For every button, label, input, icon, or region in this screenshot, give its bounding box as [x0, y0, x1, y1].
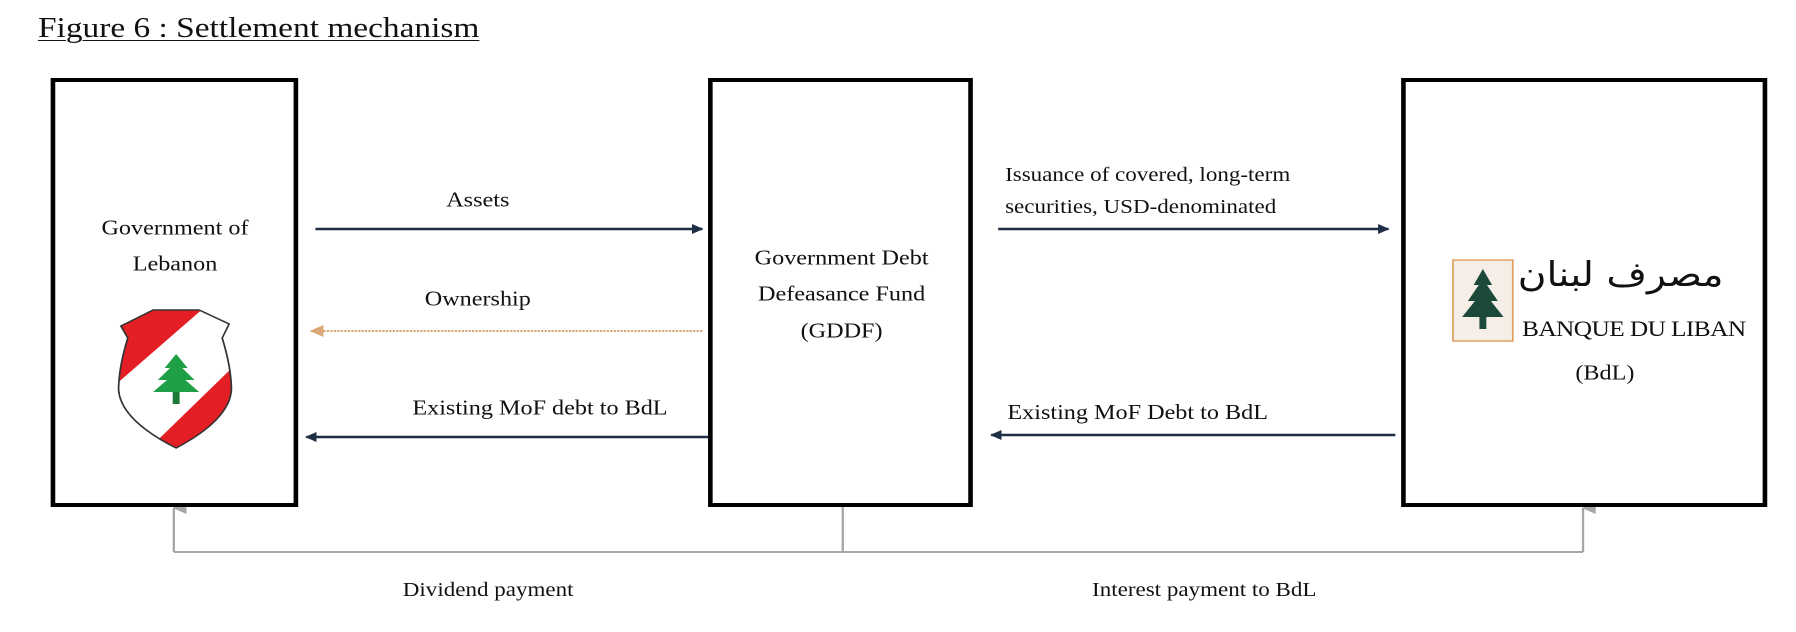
bdl-abbreviation: (BdL) [1575, 360, 1635, 385]
gddf-label-line2: Defeasance Fund [758, 281, 926, 306]
dividend-payment-label: Dividend payment [402, 579, 574, 601]
assets-label: Assets [446, 187, 510, 212]
mof-debt-right-label: Existing MoF Debt to BdL [1007, 400, 1268, 424]
gddf-label-line3: (GDDF) [800, 318, 883, 343]
government-label-line1: Government of [101, 215, 249, 240]
interest-payment-label: Interest payment to BdL [1092, 579, 1317, 601]
bdl-arabic-name: مصرف لبنان [1517, 255, 1724, 295]
mof-debt-left-label: Existing MoF debt to BdL [412, 395, 668, 420]
bdl-cedar-logo-icon [1452, 259, 1514, 342]
ownership-label: Ownership [424, 286, 531, 311]
issuance-label-line1: Issuance of covered, long-term [1005, 164, 1291, 186]
bdl-name: BANQUE DU LIBAN [1522, 316, 1746, 341]
payment-connector [172, 502, 1596, 553]
issuance-label-line2: securities, USD-denominated [1005, 196, 1277, 218]
government-label-line2: Lebanon [132, 251, 218, 276]
lebanon-coat-of-arms-icon [117, 309, 233, 449]
figure-title: Figure 6 : Settlement mechanism [37, 12, 480, 44]
gddf-label-line1: Government Debt [754, 245, 929, 270]
gddf-box [708, 78, 973, 507]
